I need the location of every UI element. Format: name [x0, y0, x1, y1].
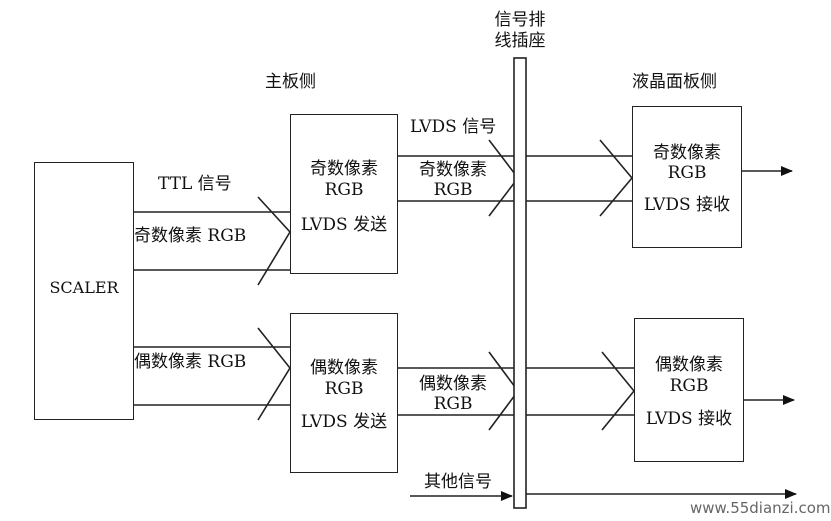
- even-lvds-receiver: 偶数像素 RGB LVDS 接收: [634, 318, 744, 462]
- even-rx-bus: [526, 351, 636, 431]
- even-tx-line2: RGB: [324, 379, 364, 399]
- odd-lvds-receiver: 奇数像素 RGB LVDS 接收: [632, 106, 742, 248]
- odd-rx-bus: [526, 139, 634, 217]
- even-tx-line1: 偶数像素: [310, 358, 378, 378]
- odd-rx-line1: 奇数像素: [653, 143, 721, 163]
- main-board-label: 主板侧: [265, 72, 316, 92]
- even-link-line2: RGB: [433, 394, 473, 414]
- odd-link-line2: RGB: [433, 180, 473, 200]
- lcd-panel-label: 液晶面板侧: [632, 72, 717, 92]
- odd-link-line1: 奇数像素: [419, 160, 487, 180]
- odd-tx-line2: RGB: [324, 180, 364, 200]
- even-link-line1: 偶数像素: [419, 374, 487, 394]
- other-signals-label: 其他信号: [424, 472, 492, 492]
- odd-input-label: 奇数像素 RGB: [134, 226, 247, 246]
- even-rx-line2: RGB: [669, 376, 709, 396]
- lvds-signal-label: LVDS 信号: [410, 117, 497, 137]
- even-lvds-transmitter: 偶数像素 RGB LVDS 发送: [290, 313, 398, 473]
- watermark: www.55dianzi.com: [690, 499, 831, 517]
- even-rx-line1: 偶数像素: [655, 355, 723, 375]
- even-rx-line3: LVDS 接收: [645, 409, 733, 429]
- connector-bar: [513, 57, 527, 509]
- odd-tx-line3: LVDS 发送: [300, 215, 388, 235]
- even-input-bus: [134, 327, 291, 421]
- odd-rx-line3: LVDS 接收: [643, 195, 731, 215]
- odd-tx-line1: 奇数像素: [310, 159, 378, 179]
- ttl-signal-label: TTL 信号: [158, 174, 232, 194]
- scaler-box: SCALER: [34, 162, 134, 420]
- odd-rx-line2: RGB: [667, 163, 707, 183]
- even-input-label: 偶数像素 RGB: [134, 352, 247, 372]
- even-tx-line3: LVDS 发送: [300, 412, 388, 432]
- connector-label: 信号排 线插座: [494, 10, 546, 51]
- scaler-label: SCALER: [49, 278, 119, 297]
- odd-lvds-transmitter: 奇数像素 RGB LVDS 发送: [290, 114, 398, 274]
